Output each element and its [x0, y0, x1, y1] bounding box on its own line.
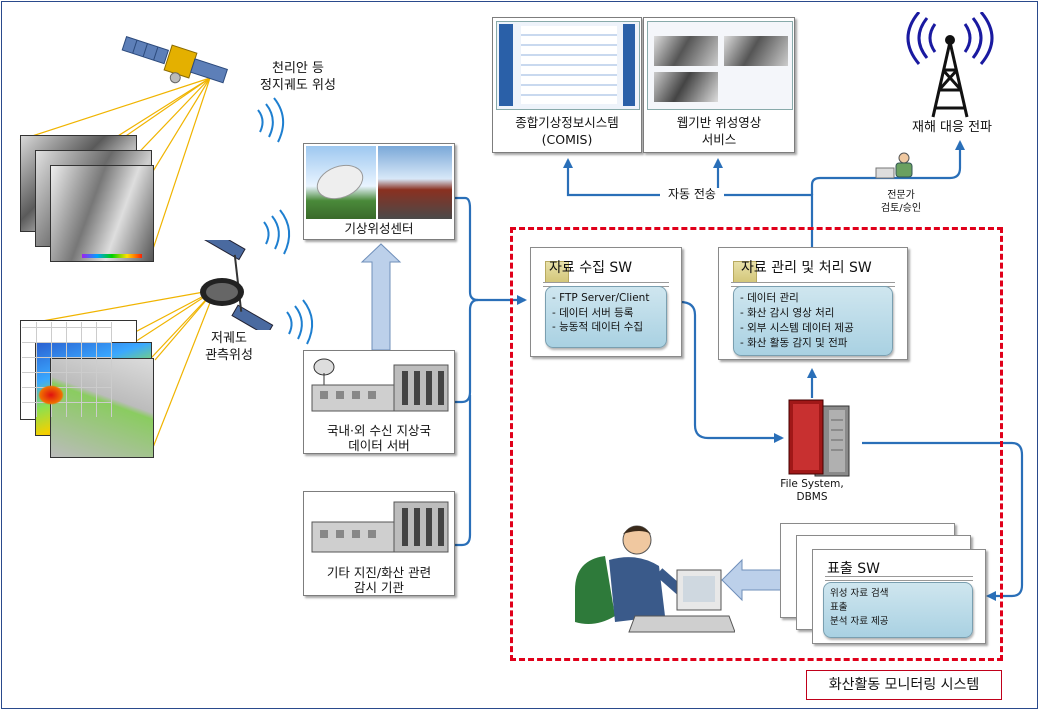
geo-satellite-label: 천리안 등 정지궤도 위성 [260, 61, 336, 93]
comis-screenshot [496, 21, 640, 110]
data-collection-sw-title: 자료 수집 SW [549, 260, 633, 276]
disaster-broadcast-label: 재해 대응 전파 [911, 120, 993, 135]
kma-satellite-center-label: 기상위성센터 [344, 221, 414, 236]
feature-item: - 데이터 관리 [740, 292, 799, 304]
expert-review-label: 전문가 검토/승인 [880, 190, 922, 214]
web-service-label: 웹기반 위성영상 서비스 [676, 115, 762, 147]
ground-station-label: 국내·외 수신 지상국 데이터 서버 [327, 423, 431, 453]
other-agencies-box: 기타 지진/화산 관련 감시 기관 [303, 491, 455, 596]
feature-item: - 화산 활동 감지 및 전파 [740, 337, 848, 349]
expert-icon [875, 152, 913, 179]
volcano-monitoring-system-boundary [510, 227, 1003, 661]
data-processing-sw-box: 자료 관리 및 처리 SW - 데이터 관리 - 화산 감시 영상 처리 - 외… [718, 247, 908, 360]
feature-item: 분석 자료 제공 [830, 616, 889, 627]
signal-arcs [257, 97, 314, 345]
comis-box: 종합기상정보시스템 (COMIS) [492, 17, 642, 153]
auto-transfer-label: 자동 전송 [660, 188, 724, 201]
data-collection-sw-features: - FTP Server/Client - 데이터 서버 등록 - 능동적 데이… [545, 286, 667, 348]
storage-label: File System, DBMS [780, 478, 844, 503]
feature-item: - 능동적 데이터 수집 [552, 321, 644, 333]
feature-item: 표출 [830, 602, 848, 613]
geo-satellite-icon [121, 36, 228, 84]
data-collection-sw-box: 자료 수집 SW - FTP Server/Client - 데이터 서버 등록… [530, 247, 682, 357]
feature-item: 위성 자료 검색 [830, 588, 889, 599]
display-sw-title: 표출 SW [827, 561, 880, 577]
link-agency-to-collect [455, 395, 472, 547]
building-photo [378, 146, 452, 219]
ground-station-building-icon [311, 358, 449, 412]
ground-station-box: 국내·외 수신 지상국 데이터 서버 [303, 350, 455, 454]
web-service-screenshot [647, 21, 793, 110]
link-collect-to-storage [679, 300, 784, 443]
antenna-photo [306, 146, 376, 219]
broadcast-tower-icon [906, 12, 994, 118]
operator-at-computer-icon [575, 525, 735, 633]
leo-satellite-label: 저궤도 관측위성 [205, 331, 253, 363]
feature-item: - 화산 감시 영상 처리 [740, 307, 835, 319]
feature-item: - 외부 시스템 데이터 제공 [740, 322, 854, 334]
link-storage-to-display [862, 441, 1024, 601]
kma-satellite-center-box: 기상위성센터 [303, 143, 455, 240]
data-processing-sw-title: 자료 관리 및 처리 SW [741, 260, 872, 276]
display-sw-features: 위성 자료 검색 표출 분석 자료 제공 [823, 582, 973, 638]
server-storage-icon [788, 399, 850, 477]
web-service-box: 웹기반 위성영상 서비스 [643, 17, 795, 153]
upload-arrow [360, 243, 402, 351]
agency-building-icon [311, 501, 449, 553]
feature-item: - FTP Server/Client [552, 292, 650, 304]
comis-label: 종합기상정보시스템 (COMIS) [515, 115, 619, 147]
leo-satellite-icon [200, 240, 274, 330]
other-agencies-label: 기타 지진/화산 관련 감시 기관 [326, 565, 432, 595]
data-processing-sw-features: - 데이터 관리 - 화산 감시 영상 처리 - 외부 시스템 데이터 제공 -… [733, 286, 893, 356]
link-ground-to-collect [455, 298, 479, 404]
display-rail [825, 576, 973, 581]
volcano-monitoring-system-label: 화산활동 모니터링 시스템 [806, 670, 1002, 700]
feature-item: - 데이터 서버 등록 [552, 306, 634, 319]
display-sw-box: 표출 SW 위성 자료 검색 표출 분석 자료 제공 [812, 549, 986, 644]
